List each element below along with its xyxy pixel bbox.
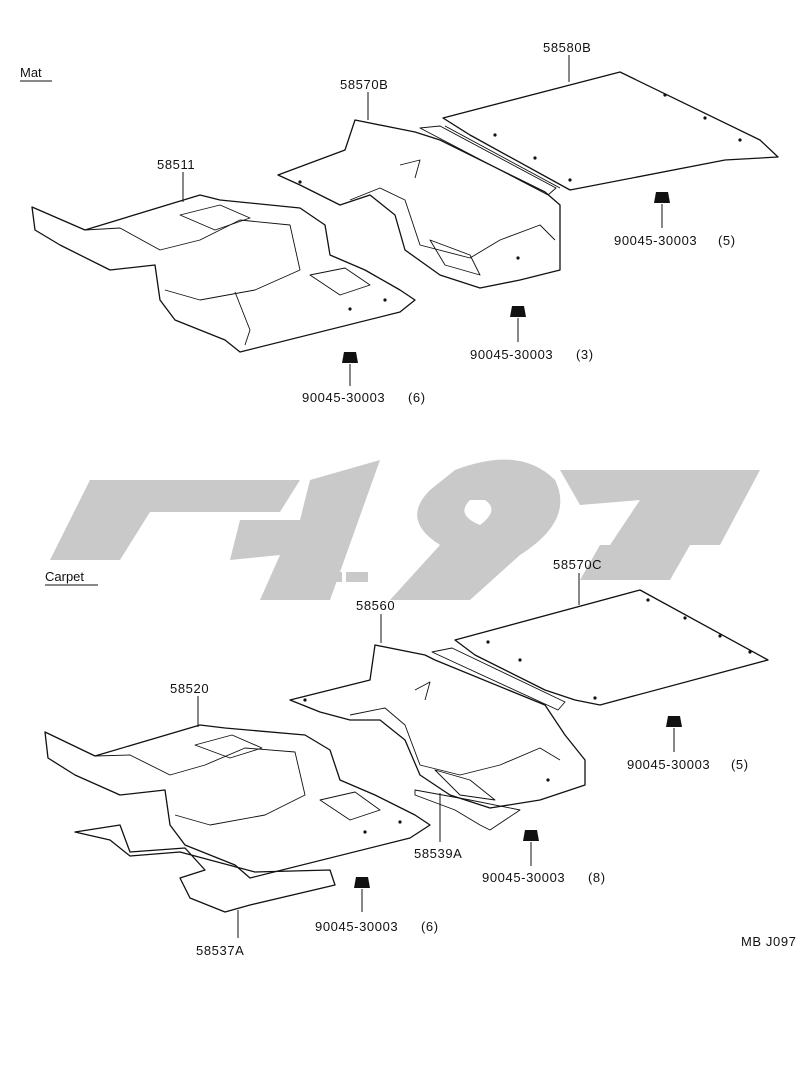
part-label-58537A: 58537A	[196, 943, 244, 958]
clip-code-carpet-middle: 90045-30003	[482, 870, 565, 885]
clip-code-carpet-rear: 90045-30003	[627, 757, 710, 772]
clip-mat-middle	[510, 306, 526, 342]
part-58570C-rear-carpet	[431, 589, 769, 711]
clip-mat-front	[342, 352, 358, 386]
clip-code-mat-rear: 90045-30003	[614, 233, 697, 248]
part-label-58511: 58511	[157, 157, 195, 172]
part-label-58560: 58560	[356, 598, 395, 613]
clip-mat-rear	[654, 192, 670, 228]
clip-carpet-rear	[666, 716, 682, 752]
clip-qty-mat-middle: (3)	[576, 347, 594, 362]
clip-carpet-middle	[523, 830, 539, 866]
figure-code: MB J097	[741, 934, 797, 949]
clip-carpet-front	[354, 877, 370, 912]
part-58580B-rear-mat	[419, 71, 779, 196]
clip-qty-carpet-rear: (5)	[731, 757, 749, 772]
part-label-58570B: 58570B	[340, 77, 388, 92]
part-58537A-floor-insulator	[74, 824, 336, 913]
clip-qty-mat-front: (6)	[408, 390, 426, 405]
clip-code-carpet-front: 90045-30003	[315, 919, 398, 934]
part-label-58539A: 58539A	[414, 846, 462, 861]
clip-qty-carpet-middle: (8)	[588, 870, 606, 885]
part-label-58580B: 58580B	[543, 40, 591, 55]
clip-qty-mat-rear: (5)	[718, 233, 736, 248]
section-label-mat: Mat	[20, 65, 42, 80]
part-58570B-middle-mat	[277, 119, 561, 289]
part-58560-middle-carpet	[289, 644, 586, 831]
part-58520-front-carpet	[44, 724, 431, 879]
watermark-logo	[50, 459, 760, 600]
clip-code-mat-front: 90045-30003	[302, 390, 385, 405]
section-label-carpet: Carpet	[45, 569, 84, 584]
part-label-58520: 58520	[170, 681, 209, 696]
part-58511-front-mat	[31, 194, 416, 353]
clip-qty-carpet-front: (6)	[421, 919, 439, 934]
clip-code-mat-middle: 90045-30003	[470, 347, 553, 362]
part-label-58570C: 58570C	[553, 557, 602, 572]
